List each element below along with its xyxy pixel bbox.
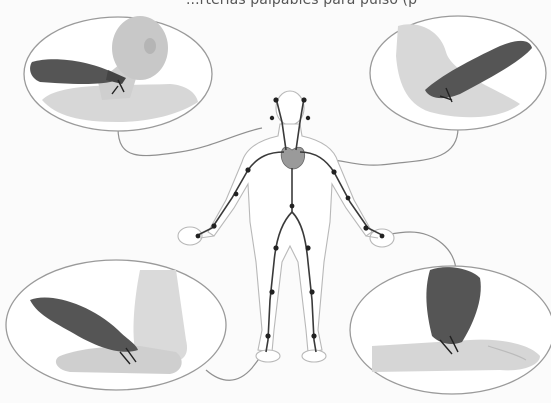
bubble-brachial [370, 16, 546, 130]
connector-carotid [118, 128, 262, 156]
connector-brachial [330, 128, 458, 165]
bubble-tibial [6, 260, 226, 390]
bubble-carotid [24, 16, 212, 131]
bubble-dorsalis [350, 266, 551, 394]
